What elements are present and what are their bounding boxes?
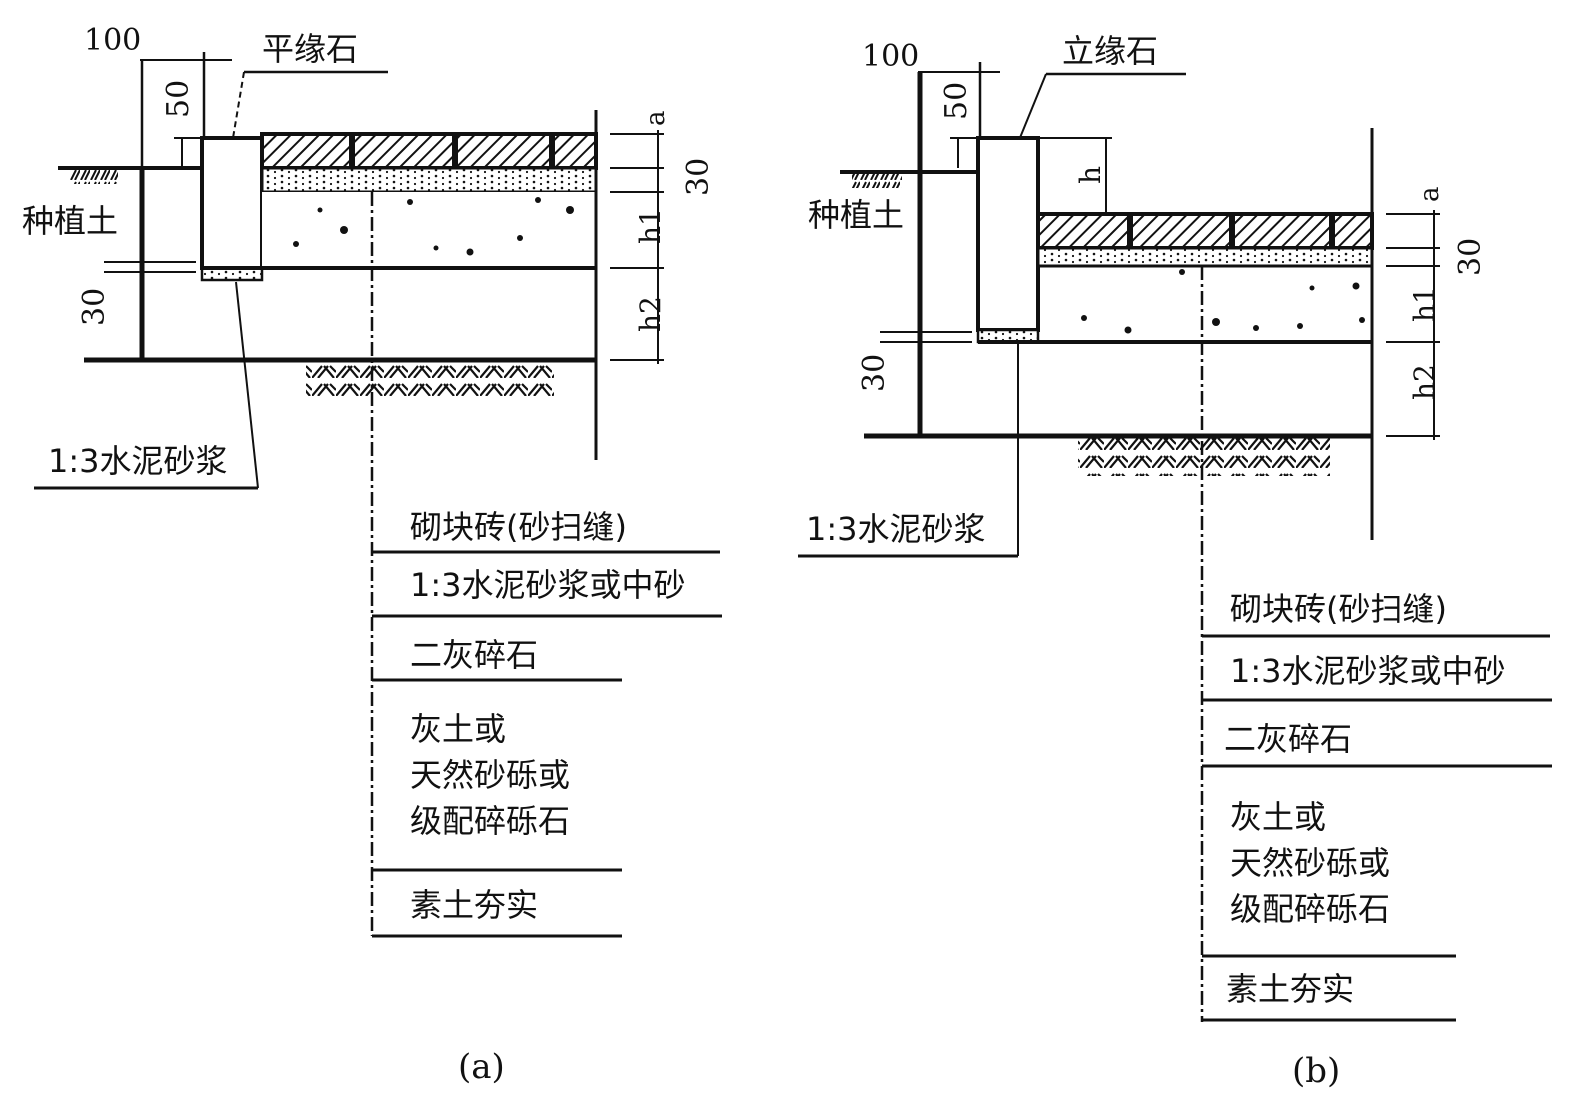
layer-label: 砌块砖(砂扫缝) (1230, 590, 1447, 628)
dim-30-right-label: 30 (681, 158, 716, 196)
dim-50-label: 50 (939, 82, 974, 120)
grass-hatch-left (70, 170, 118, 184)
dim-h1-label: h1 (634, 208, 667, 244)
dim-a-label: a (1415, 186, 1445, 202)
diagram-a: 100 50 平缘石 种植土 (22, 23, 722, 1087)
layer-label: 1:3水泥砂浆或中砂 (410, 566, 686, 604)
paving-block-layer (260, 132, 598, 170)
mortar-bed-layer (1036, 246, 1374, 268)
dim-h2-label: h2 (1408, 364, 1441, 400)
paving-block-layer (1036, 212, 1374, 250)
ground-hatch-b (1078, 438, 1330, 476)
mortar-bed-layer (260, 166, 598, 194)
grass-hatch-left (852, 174, 902, 188)
soil-label: 种植土 (808, 196, 904, 234)
mortar-label: 1:3水泥砂浆 (806, 510, 986, 548)
dim-50-label: 50 (161, 80, 196, 118)
dim-30-left-label: 30 (77, 288, 112, 326)
dim-100-label: 100 (84, 23, 141, 58)
layer-label: 天然砂砾或 (1230, 844, 1390, 882)
ground-hatch-a (306, 362, 554, 400)
curb-label: 平缘石 (262, 30, 358, 68)
base-layer (262, 192, 596, 268)
dim-30-left-label: 30 (857, 354, 892, 392)
dim-h2-label: h2 (634, 296, 667, 332)
layer-label: 1:3水泥砂浆或中砂 (1230, 652, 1506, 690)
dim-30-right-label: 30 (1453, 238, 1488, 276)
dim-h1-label: h1 (1408, 286, 1441, 322)
layer-label: 砌块砖(砂扫缝) (410, 508, 627, 546)
layer-label: 级配碎砾石 (1230, 890, 1390, 928)
layer-label: 二灰碎石 (1224, 720, 1352, 758)
caption-a: (a) (458, 1047, 505, 1087)
layer-label: 级配碎砾石 (410, 802, 570, 840)
layer-label: 天然砂砾或 (410, 756, 570, 794)
dim-h-label: h (1074, 166, 1107, 184)
layer-label: 素土夯实 (410, 886, 538, 924)
layer-label: 二灰碎石 (410, 636, 538, 674)
layer-label: 灰土或 (410, 710, 506, 748)
dim-100-label: 100 (862, 39, 919, 74)
soil-label: 种植土 (22, 202, 118, 240)
diagram-b: 100 50 立缘石 种植土 h 3 (798, 32, 1552, 1091)
flat-curb-stone (200, 136, 264, 270)
dim-a-label: a (641, 110, 671, 126)
curb-label: 立缘石 (1062, 32, 1158, 70)
layer-label: 灰土或 (1230, 798, 1326, 836)
mortar-label: 1:3水泥砂浆 (48, 442, 228, 480)
upright-curb-stone (976, 136, 1040, 332)
caption-b: (b) (1292, 1051, 1340, 1091)
layer-label: 素土夯实 (1226, 970, 1354, 1008)
